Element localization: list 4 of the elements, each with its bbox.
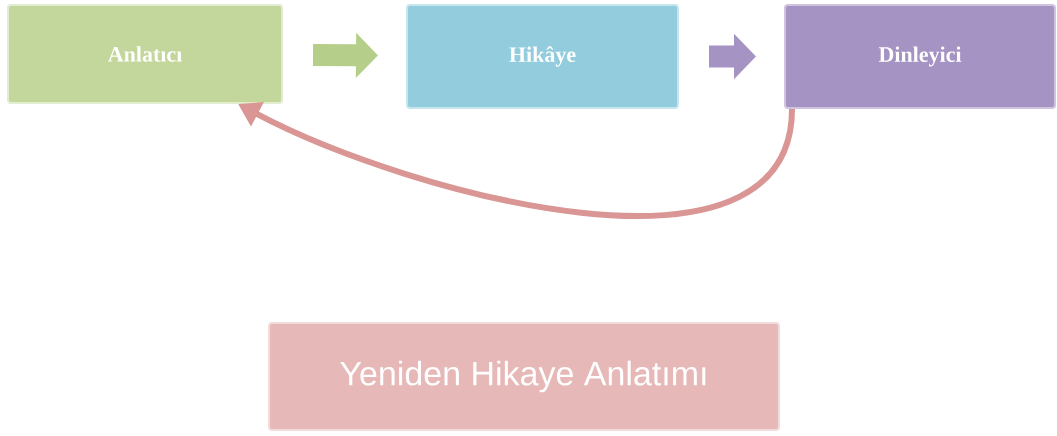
process-box: Yeniden Hikaye Anlatımı [268,322,780,431]
process-box: Anlatıcı [7,4,283,104]
process-box: Hikâye [406,4,679,109]
process-box: Dinleyici [784,4,1056,109]
